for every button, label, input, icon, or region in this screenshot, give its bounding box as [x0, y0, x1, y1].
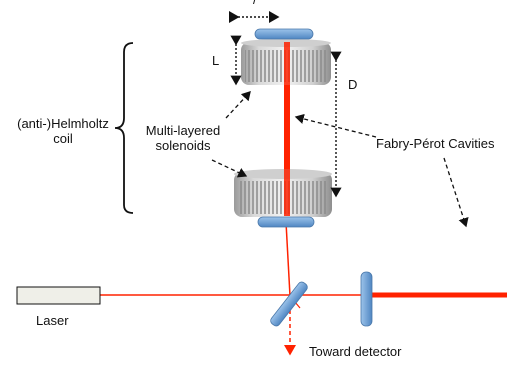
label-solenoids: Multi-layered solenoids [145, 123, 221, 153]
mirror-icon [257, 216, 315, 228]
label-toward-detector: Toward detector [309, 344, 402, 359]
mirror-icon [254, 28, 314, 40]
label-laser: Laser [36, 313, 69, 328]
beamsplitter-icon [270, 281, 308, 327]
pointer-to-top-solenoid [225, 91, 251, 119]
pointer-to-lower-right [443, 157, 469, 228]
laser-icon [16, 286, 101, 305]
beam-vertical-lower [285, 221, 291, 297]
mirror-icon [360, 271, 373, 327]
solenoid-icon [234, 169, 332, 217]
pointer-to-bottom-solenoid [211, 159, 248, 178]
label-fabry-perot: Fabry-Pérot Cavities [376, 136, 495, 151]
label-D: D [348, 77, 358, 92]
brace-icon [114, 42, 134, 214]
label-coil: (anti-)Helmholtz coil [17, 116, 109, 146]
top-cut-glyph: / [253, 0, 257, 8]
label-L: L [212, 53, 220, 68]
